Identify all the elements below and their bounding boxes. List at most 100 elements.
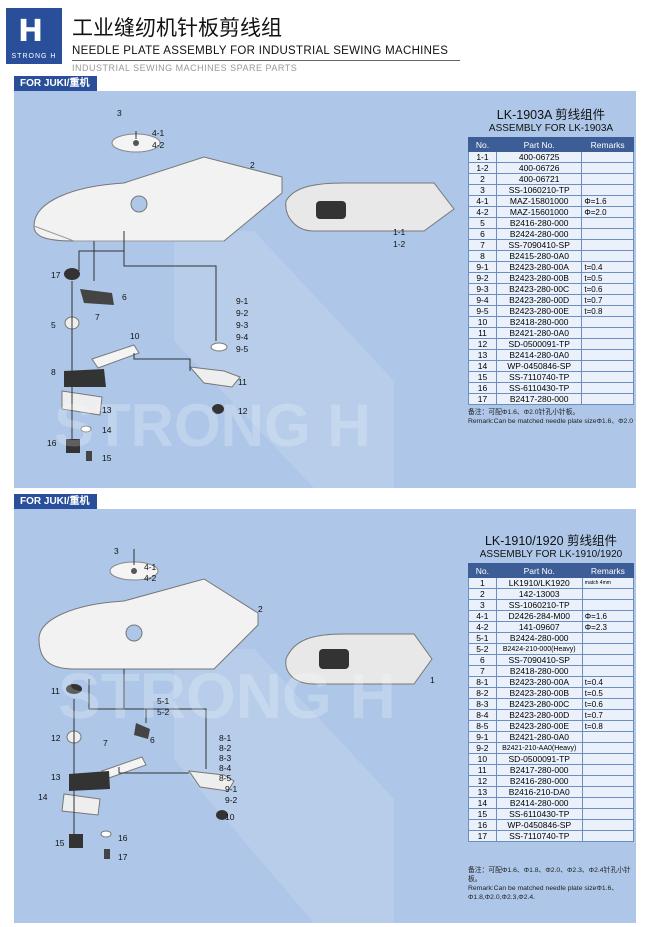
row-remarks: t=0.5	[581, 687, 635, 699]
s1-col-remarks: Remarks	[581, 137, 634, 152]
row-part-no: SS-1060210-TP	[495, 184, 583, 196]
s1-label-5: 5	[51, 320, 56, 330]
row-no: 6	[468, 228, 497, 240]
row-part-no: B2423-280-00E	[495, 720, 583, 732]
section2-exploded-diagram	[38, 549, 433, 923]
s2-label-14: 14	[38, 792, 48, 802]
row-remarks	[581, 162, 634, 174]
s1-label-8: 8	[51, 367, 56, 377]
row-remarks: t=0.6	[581, 283, 634, 295]
page-title-cn: 工业缝纫机针板剪线组	[72, 16, 282, 40]
s2-label-10: 10	[225, 812, 235, 822]
row-part-no: B2423-280-00A	[495, 261, 583, 273]
section1-note-cn: 备注：可配Φ1.6、Φ2.0针孔小针板。	[468, 409, 580, 416]
s2-col-part: Part No.	[495, 563, 583, 578]
row-no: 11	[468, 327, 497, 339]
row-remarks	[581, 599, 635, 611]
s2-label-1: 1	[430, 675, 435, 685]
row-part-no: 141-09607	[495, 621, 583, 633]
section1-parts-table: LK-1903A 剪线组件 ASSEMBLY FOR LK-1903A No. …	[468, 104, 634, 426]
section2-note-cn: 备注：可配Φ1.6、Φ1.8、Φ2.0、Φ2.3、Φ2.4针孔小针板。	[468, 867, 631, 883]
row-no: 9-1	[468, 261, 497, 273]
row-part-no: B2418-280-000	[495, 665, 583, 677]
s1-label-10: 10	[130, 331, 140, 341]
row-no: 3	[468, 184, 497, 196]
s2-label-6: 6	[150, 735, 155, 745]
row-remarks	[581, 742, 635, 754]
row-part-no: B2418-280-000	[495, 316, 583, 328]
row-remarks: t=0.4	[581, 676, 635, 688]
row-part-no: B2417-280-000	[495, 764, 583, 776]
row-no: 1-1	[468, 151, 497, 163]
row-no: 3	[468, 599, 497, 611]
s2-label-9-2: 9-2	[225, 795, 238, 805]
s2-label-15: 15	[55, 838, 65, 848]
row-remarks	[581, 632, 635, 644]
row-part-no: 142-13003	[495, 588, 583, 600]
row-no: 2	[468, 588, 497, 600]
row-part-no: B2417-280-000	[495, 393, 583, 405]
s2-label-8-4: 8-4	[219, 763, 232, 773]
row-part-no: B2423-280-00B	[495, 272, 583, 284]
row-remarks: t=0.8	[581, 720, 635, 732]
row-part-no: B2416-210-DA0	[495, 786, 583, 798]
s1-label-1-1: 1-1	[393, 227, 406, 237]
row-remarks	[581, 665, 635, 677]
row-remarks	[581, 819, 635, 831]
s1-label-15: 15	[102, 453, 112, 463]
s1-col-part: Part No.	[495, 137, 583, 152]
row-remarks: t=0.7	[581, 709, 635, 721]
row-no: 17	[468, 830, 497, 842]
row-part-no: B2424-280-000	[495, 632, 583, 644]
row-remarks	[581, 830, 635, 842]
page-title-en: NEEDLE PLATE ASSEMBLY FOR INDUSTRIAL SEW…	[72, 45, 449, 57]
row-remarks: t=0.8	[581, 305, 634, 317]
row-remarks	[581, 654, 635, 666]
row-remarks: Φ=1.6	[581, 610, 635, 622]
s1-label-9-3: 9-3	[236, 320, 249, 330]
s1-label-6: 6	[122, 292, 127, 302]
row-part-no: B2414-280-000	[495, 797, 583, 809]
row-no: 5-1	[468, 632, 497, 644]
row-remarks: t=0.4	[581, 261, 634, 273]
s2-label-11: 11	[51, 686, 60, 696]
row-no: 6	[468, 654, 497, 666]
row-no: 5-2	[468, 643, 497, 655]
s2-label-9-1: 9-1	[225, 784, 238, 794]
row-remarks	[581, 250, 634, 262]
row-part-no: B2423-280-00E	[495, 305, 583, 317]
s2-label-4-1: 4-1	[144, 562, 157, 572]
row-part-no: B2416-280-000	[495, 775, 583, 787]
s2-label-13: 13	[51, 772, 61, 782]
s2-label-3: 3	[114, 546, 119, 556]
brand-logo: H STRONG H	[6, 8, 62, 64]
row-remarks	[581, 173, 634, 185]
row-no: 9-4	[468, 294, 497, 306]
row-remarks	[581, 643, 635, 655]
row-no: 15	[468, 371, 497, 383]
s1-label-9-1: 9-1	[236, 296, 249, 306]
row-part-no: MAZ-15601000	[495, 206, 583, 218]
row-remarks	[581, 393, 634, 405]
row-no: 9-2	[468, 742, 497, 754]
s1-label-1-2: 1-2	[393, 239, 406, 249]
row-no: 11	[468, 764, 497, 776]
row-no: 10	[468, 753, 497, 765]
row-no: 8	[468, 250, 497, 262]
row-part-no: B2421-280-0A0	[495, 327, 583, 339]
